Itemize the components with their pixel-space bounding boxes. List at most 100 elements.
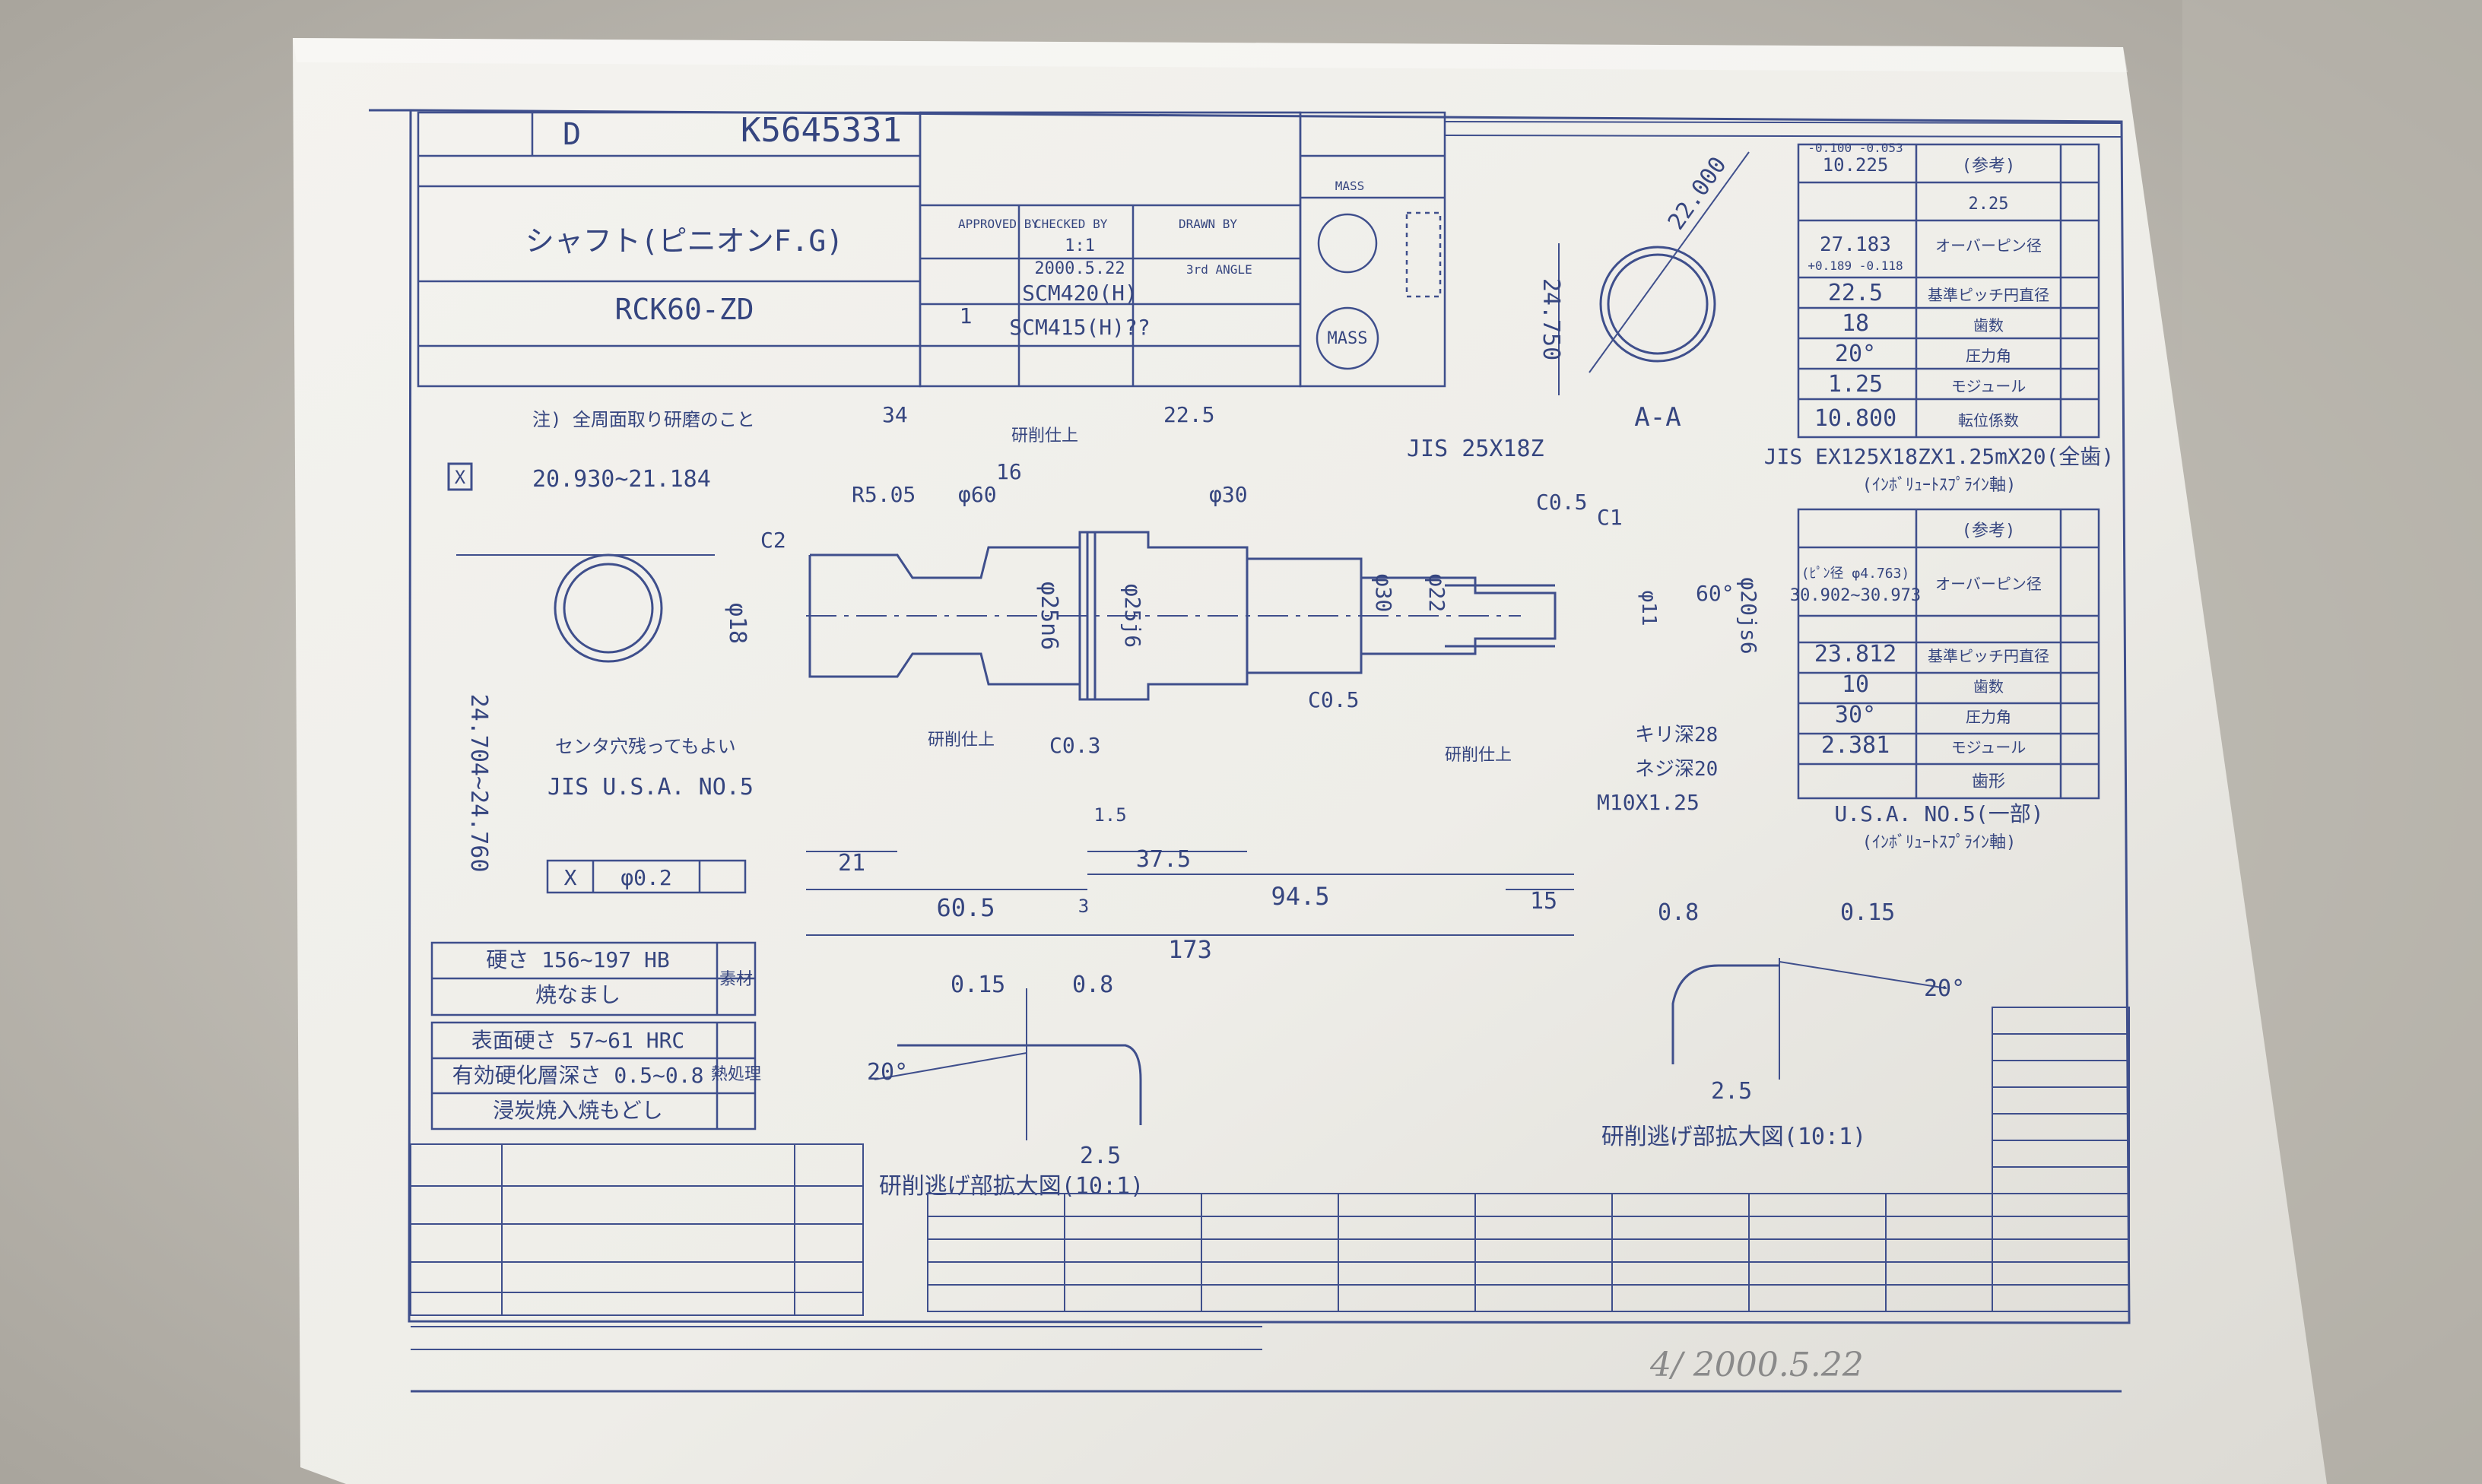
heat-treatment-box xyxy=(430,941,757,1130)
len-22-5-label: 22.5 xyxy=(1163,402,1214,427)
part-name: シャフト(ピニオンF.G) xyxy=(525,224,843,258)
cut-mark-2: 研削仕上 xyxy=(1011,426,1078,446)
perp-datum: X xyxy=(564,865,577,890)
spline-2-row-1-value: 10 xyxy=(1842,671,1869,698)
date: 2000.5.22 xyxy=(1034,259,1125,278)
ht-label-1: 熱処理 xyxy=(711,1065,761,1084)
scale: 1:1 xyxy=(1065,236,1095,255)
c05b-label: C0.5 xyxy=(1308,687,1359,712)
len-15-label: 15 xyxy=(1530,888,1557,915)
revision-mark: D xyxy=(563,117,581,152)
spline-1-row-2-value: 20° xyxy=(1835,341,1876,367)
dia-25n6-label: φ25n6 xyxy=(1036,582,1062,650)
center-hole-note: センタ穴残ってもよい xyxy=(555,736,736,757)
over-ball-label: 20.930~21.184 xyxy=(532,466,711,493)
spline-1-row-5-value: 10.800 xyxy=(1814,405,1896,432)
detail-view-right xyxy=(1671,958,1947,1080)
section-aa-label: A-A xyxy=(1634,402,1681,433)
shaft-dimension-labels: φ18 φ25n6 φ25j6 φ30 φ22 φ11 φ20js6 60° φ… xyxy=(532,402,1761,815)
drawn-by: DRAWN BY xyxy=(1179,217,1237,231)
cut-mark-3: 研削仕上 xyxy=(1445,746,1512,765)
spline-table-2-text: U.S.A. NO.5(一部) (ｲﾝﾎﾞﾘｭｰﾄｽﾌﾟﾗｲﾝ軸) (参考) 3… xyxy=(1790,522,2049,852)
left-end-view xyxy=(447,462,715,663)
spline-2-row-1-label: 歯数 xyxy=(1973,677,2004,696)
spline-2-row-3-label: モジュール xyxy=(1951,738,2027,756)
wrap-note: 注) 全周面取り研磨のこと xyxy=(532,409,755,430)
dia-60-label: φ60 xyxy=(958,482,997,507)
title-block-text: K5645331 D シャフト(ピニオンF.G) RCK60-ZD SCM415… xyxy=(525,111,1368,348)
cut-mark-1: 研削仕上 xyxy=(928,731,995,750)
c2-label: C2 xyxy=(760,528,786,553)
len-60-5-label: 60.5 xyxy=(936,893,995,922)
spline-1-row-0-label: 基準ピッチ円直径 xyxy=(1928,286,2049,304)
mass-mark: MASS xyxy=(1328,329,1368,348)
detail-left-d1: 0.15 xyxy=(951,972,1005,998)
spline-left-label: JIS U.S.A. NO.5 xyxy=(548,774,754,801)
drill-depth-label: キリ深28 xyxy=(1635,724,1718,747)
detail-right-d1: 0.15 xyxy=(1840,899,1895,926)
spline-2-header: (ｲﾝﾎﾞﾘｭｰﾄｽﾌﾟﾗｲﾝ軸) xyxy=(1862,833,2017,852)
material-1: SCM415(H)?? xyxy=(1009,315,1150,340)
material-2: SCM420(H) xyxy=(1022,281,1138,306)
detail-right-label: 研削逃げ部拡大図(10:1) xyxy=(1601,1124,1866,1150)
spline-1-row-2-label: 圧力角 xyxy=(1966,347,2011,365)
spline-2-row-3-value: 2.381 xyxy=(1821,732,1890,759)
spline-table-2 xyxy=(1797,508,2100,800)
ht-line-5: 硬さ 156~197 HB xyxy=(486,947,669,972)
dia-25j6-label: φ25j6 xyxy=(1120,584,1145,648)
detail-right-angle: 20° xyxy=(1924,975,1965,1002)
r5-label: R5.05 xyxy=(852,482,916,507)
len-34-label: 34 xyxy=(882,402,908,427)
top-ruler xyxy=(1444,121,2122,138)
drawing-border xyxy=(369,109,2131,1393)
spline-1-over-pin: 27.183 xyxy=(1820,233,1891,256)
spline-2-ref: (参考) xyxy=(1962,522,2016,541)
heat-treatment-text: 硬さ 156~197 HB 焼なまし 素材 表面硬さ 57~61 HRC 有効硬… xyxy=(452,947,761,1123)
title-block xyxy=(417,111,1446,388)
overall-dims xyxy=(806,851,1574,936)
detail-left-d2: 0.8 xyxy=(1072,972,1113,998)
dia-30-top-label: φ30 xyxy=(1209,482,1248,507)
spline-1-top-tol: -0.100 -0.053 xyxy=(1808,141,1903,155)
spline-2-row-2-label: 圧力角 xyxy=(1966,708,2011,726)
detail-left-label: 研削逃げ部拡大図(10:1) xyxy=(879,1173,1144,1200)
c05-label: C0.5 xyxy=(1536,490,1587,515)
spline-2-over-pin: 30.902~30.973 xyxy=(1790,586,1921,605)
dia-30-label: φ30 xyxy=(1371,574,1396,613)
dia-11-label: φ11 xyxy=(1637,591,1660,626)
detail-view-labels: 研削逃げ部拡大図(10:1) 研削逃げ部拡大図(10:1) 0.15 0.8 2… xyxy=(867,899,1965,1200)
len-94-5-label: 94.5 xyxy=(1271,882,1329,911)
len-1-5-label: 1.5 xyxy=(1093,804,1126,826)
spline-1-pin-dia: 2.25 xyxy=(1969,195,2009,214)
thread-label: M10X1.25 xyxy=(1597,790,1700,815)
len-37-5-label: 37.5 xyxy=(1136,846,1191,873)
tap-depth-label: ネジ深20 xyxy=(1635,758,1718,781)
spline-1-row-1-value: 18 xyxy=(1842,310,1869,337)
shaft-outline xyxy=(806,531,1557,701)
detail-right-d3: 2.5 xyxy=(1711,1078,1752,1105)
overall-dim-labels: 173 60.5 94.5 21 37.5 15 3 1.5 xyxy=(838,804,1557,964)
section-aa-dim: 24.750 xyxy=(1538,278,1564,360)
total-length-label: 173 xyxy=(1168,935,1212,964)
mass-label: MASS xyxy=(1335,179,1365,193)
third-angle-label: 3rd ANGLE xyxy=(1186,262,1252,277)
len-21-label: 21 xyxy=(838,850,865,877)
ht-line-2: 有効硬化層深さ 0.5~0.8 xyxy=(452,1063,704,1088)
spline-table-1 xyxy=(1797,143,2100,439)
ht-line-4: 焼なまし xyxy=(535,982,620,1007)
datum-box-label: X xyxy=(455,467,466,488)
perp-frame xyxy=(546,859,747,894)
detail-left-d3: 2.5 xyxy=(1080,1143,1121,1169)
over-ball-2-label: 24.704~24.760 xyxy=(465,694,492,873)
spline-1-top-value: 10.225 xyxy=(1823,154,1889,176)
spline-1-row-3-label: モジュール xyxy=(1951,377,2027,395)
spline-right-label: JIS 25X18Z xyxy=(1407,436,1544,462)
spline-2-row-0-label: 基準ピッチ円直径 xyxy=(1928,647,2049,665)
c03-label: C0.3 xyxy=(1049,733,1100,758)
spline-1-row-1-label: 歯数 xyxy=(1973,316,2004,335)
angle-60-label: 60° xyxy=(1696,581,1735,606)
quantity: 1 xyxy=(960,303,973,328)
spline-2-row-4-label: 歯形 xyxy=(1972,772,2005,791)
